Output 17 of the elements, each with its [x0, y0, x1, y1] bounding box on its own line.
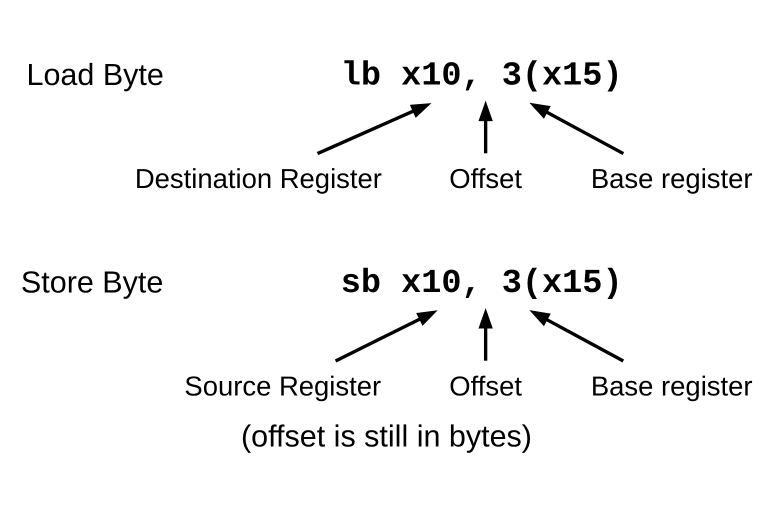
node-text: lb x10, 3(x15): [340, 58, 623, 96]
node-text: Destination Register: [134, 162, 382, 194]
arrow: [316, 103, 432, 156]
arrow: [478, 308, 493, 361]
arrow: [334, 310, 438, 362]
node-text: Offset: [449, 370, 522, 402]
arrow: [478, 100, 493, 154]
node-text: Base register: [590, 162, 753, 194]
node-text: Base register: [590, 370, 753, 402]
arrow: [529, 310, 624, 362]
label: Store Byte: [20, 266, 164, 300]
caption: (offset is still in bytes): [241, 420, 532, 454]
label: Load Byte: [26, 58, 164, 92]
node-text: Offset: [449, 162, 522, 194]
node-text: sb x10, 3(x15): [340, 264, 623, 303]
node-text: Source Register: [184, 370, 382, 402]
arrow: [529, 102, 624, 156]
